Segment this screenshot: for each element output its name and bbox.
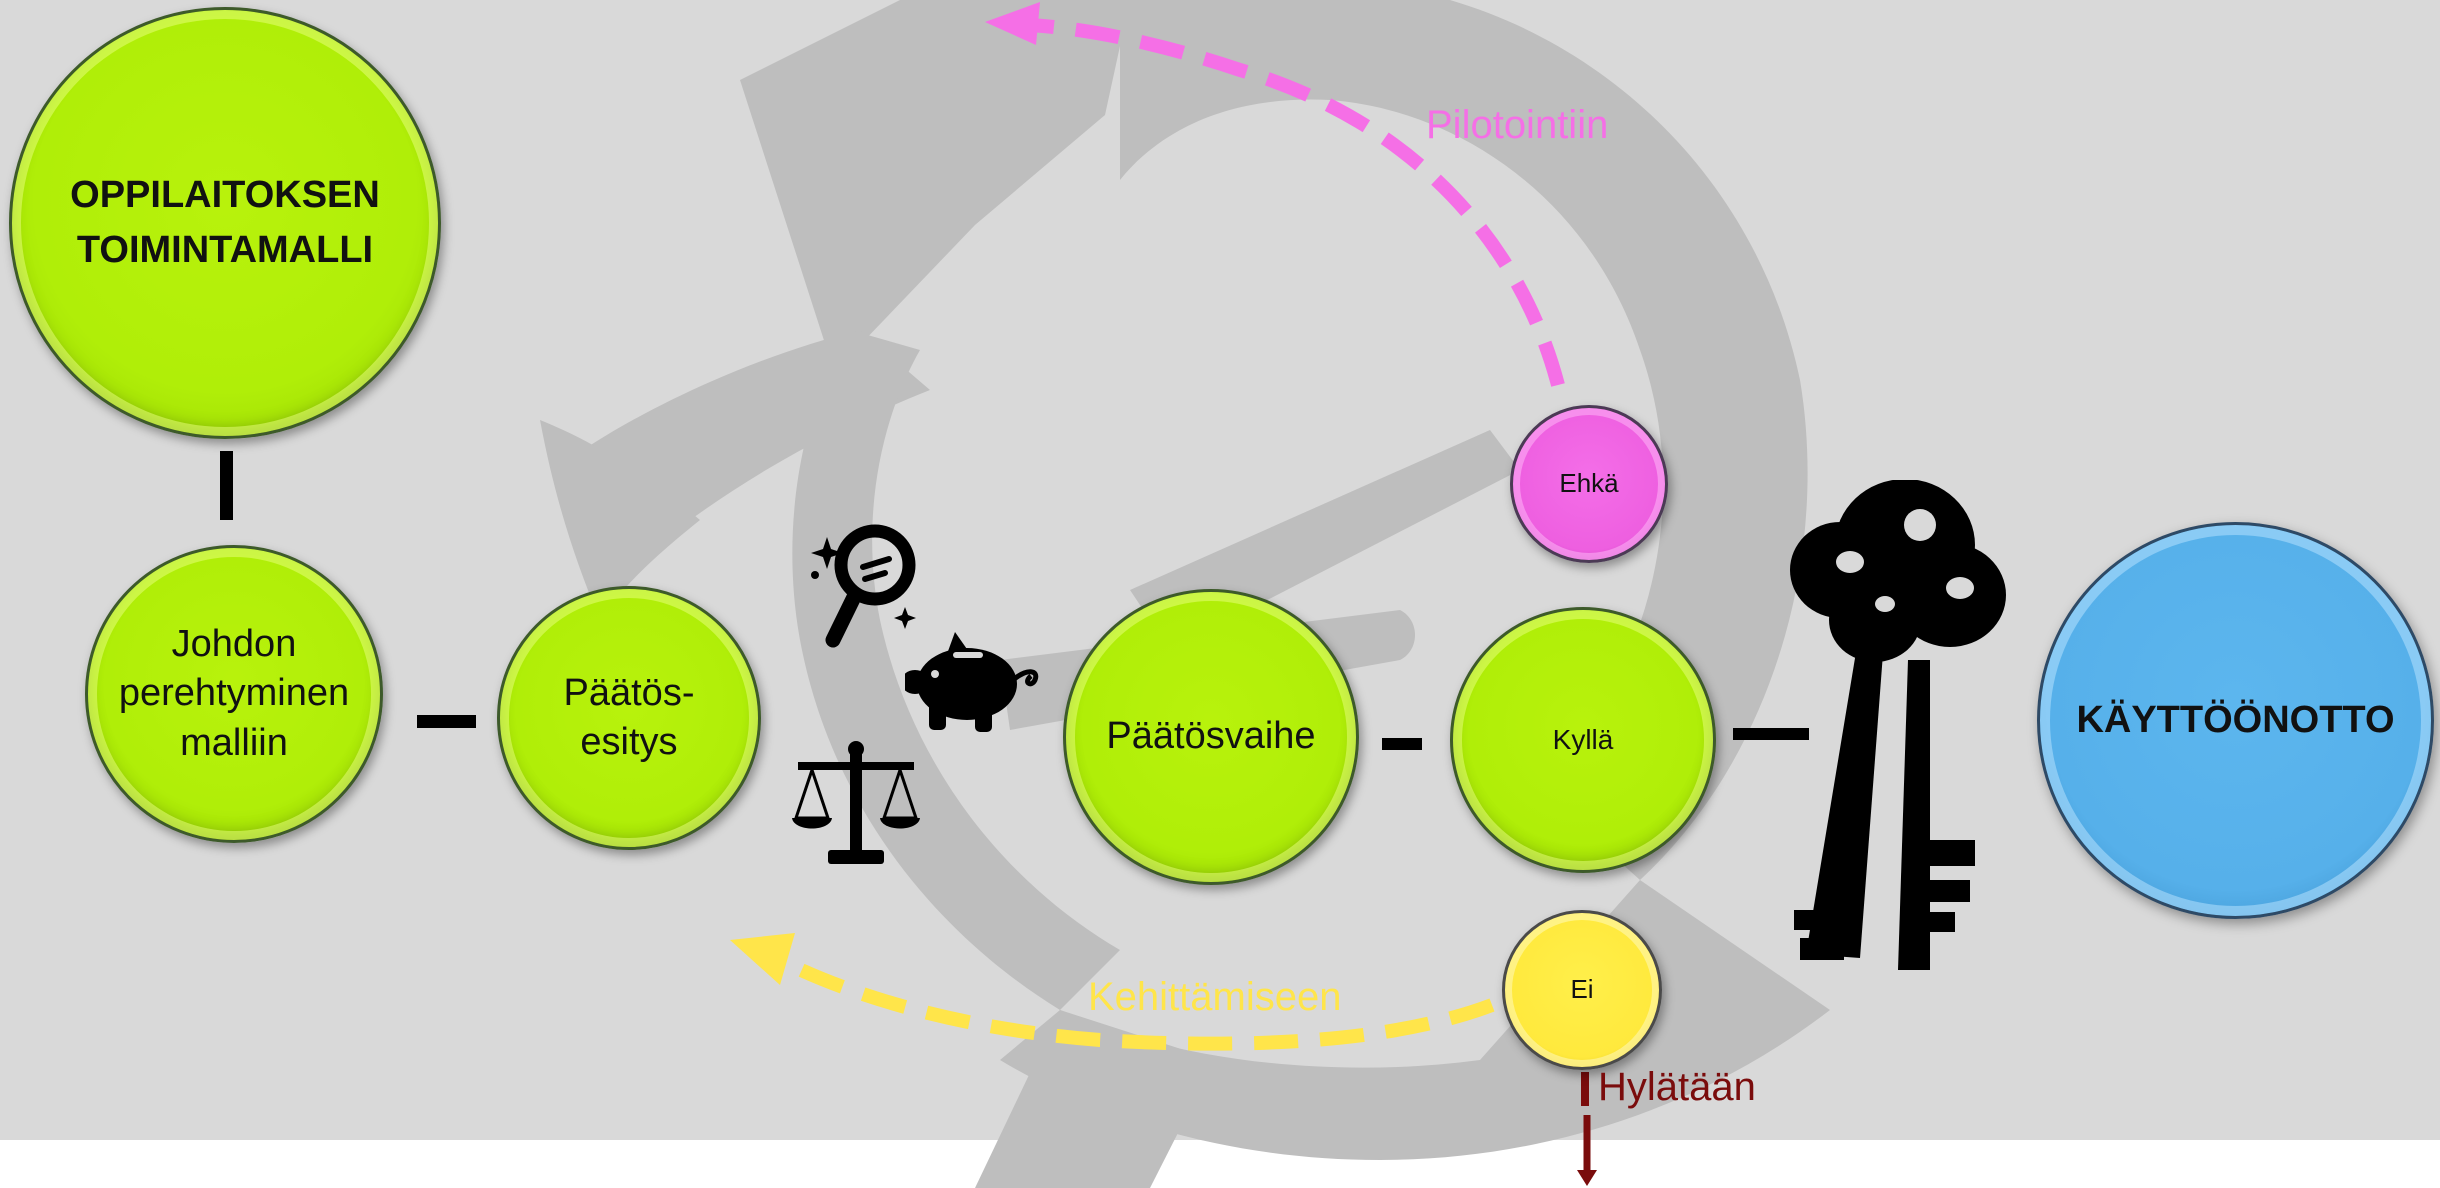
label-hylataan: Hylätään [1598,1065,1756,1109]
connector-kylla-keys [1733,728,1809,740]
keys-icon [1790,480,2006,970]
hylataan-arrowhead [1577,1170,1597,1186]
kehittamiseen-arrow [776,953,1495,1051]
scales-icon [792,741,920,864]
label-kehittamiseen: Kehittämiseen [1088,975,1342,1019]
node-toimintamalli-label: OPPILAITOKSEN TOIMINTAMALLI [70,173,380,271]
node-ehka: Ehkä [1510,405,1668,563]
node-ei-label: Ei [1570,974,1594,1005]
piggy-bank-icon [905,632,1039,732]
connector-paatosvaihe-kylla [1382,738,1422,750]
node-paatosesitys: Päätös- esitys [497,586,761,850]
node-toimintamalli: OPPILAITOKSEN TOIMINTAMALLI [9,7,441,439]
pilotointiin-arrowhead [985,2,1040,45]
connector-johdon-paatosesitys [417,715,476,728]
node-kayttoonotto: KÄYTTÖÖNOTTO [2037,522,2434,919]
magnifier-icon [811,524,916,648]
hylataan-marker [1581,1072,1589,1106]
node-ei: Ei [1502,910,1662,1070]
kehittamiseen-arrowhead [730,933,795,985]
node-paatosvaihe: Päätösvaihe [1063,589,1359,885]
label-pilotointiin: Pilotointiin [1426,103,1609,147]
node-kylla: Kyllä [1450,607,1716,873]
node-kylla-label: Kyllä [1552,723,1614,755]
connector-toimintamalli-johdon [220,451,233,520]
node-johdon: Johdon perehtyminen malliin [85,545,383,843]
node-paatosesitys-label: Päätös- esitys [563,671,695,763]
node-paatosvaihe-label: Päätösvaihe [1106,715,1316,758]
node-johdon-label: Johdon perehtyminen malliin [118,622,350,764]
pilotointiin-arrow [1029,18,1565,387]
node-ehka-label: Ehkä [1559,468,1619,499]
node-kayttoonotto-label: KÄYTTÖÖNOTTO [2076,698,2395,741]
